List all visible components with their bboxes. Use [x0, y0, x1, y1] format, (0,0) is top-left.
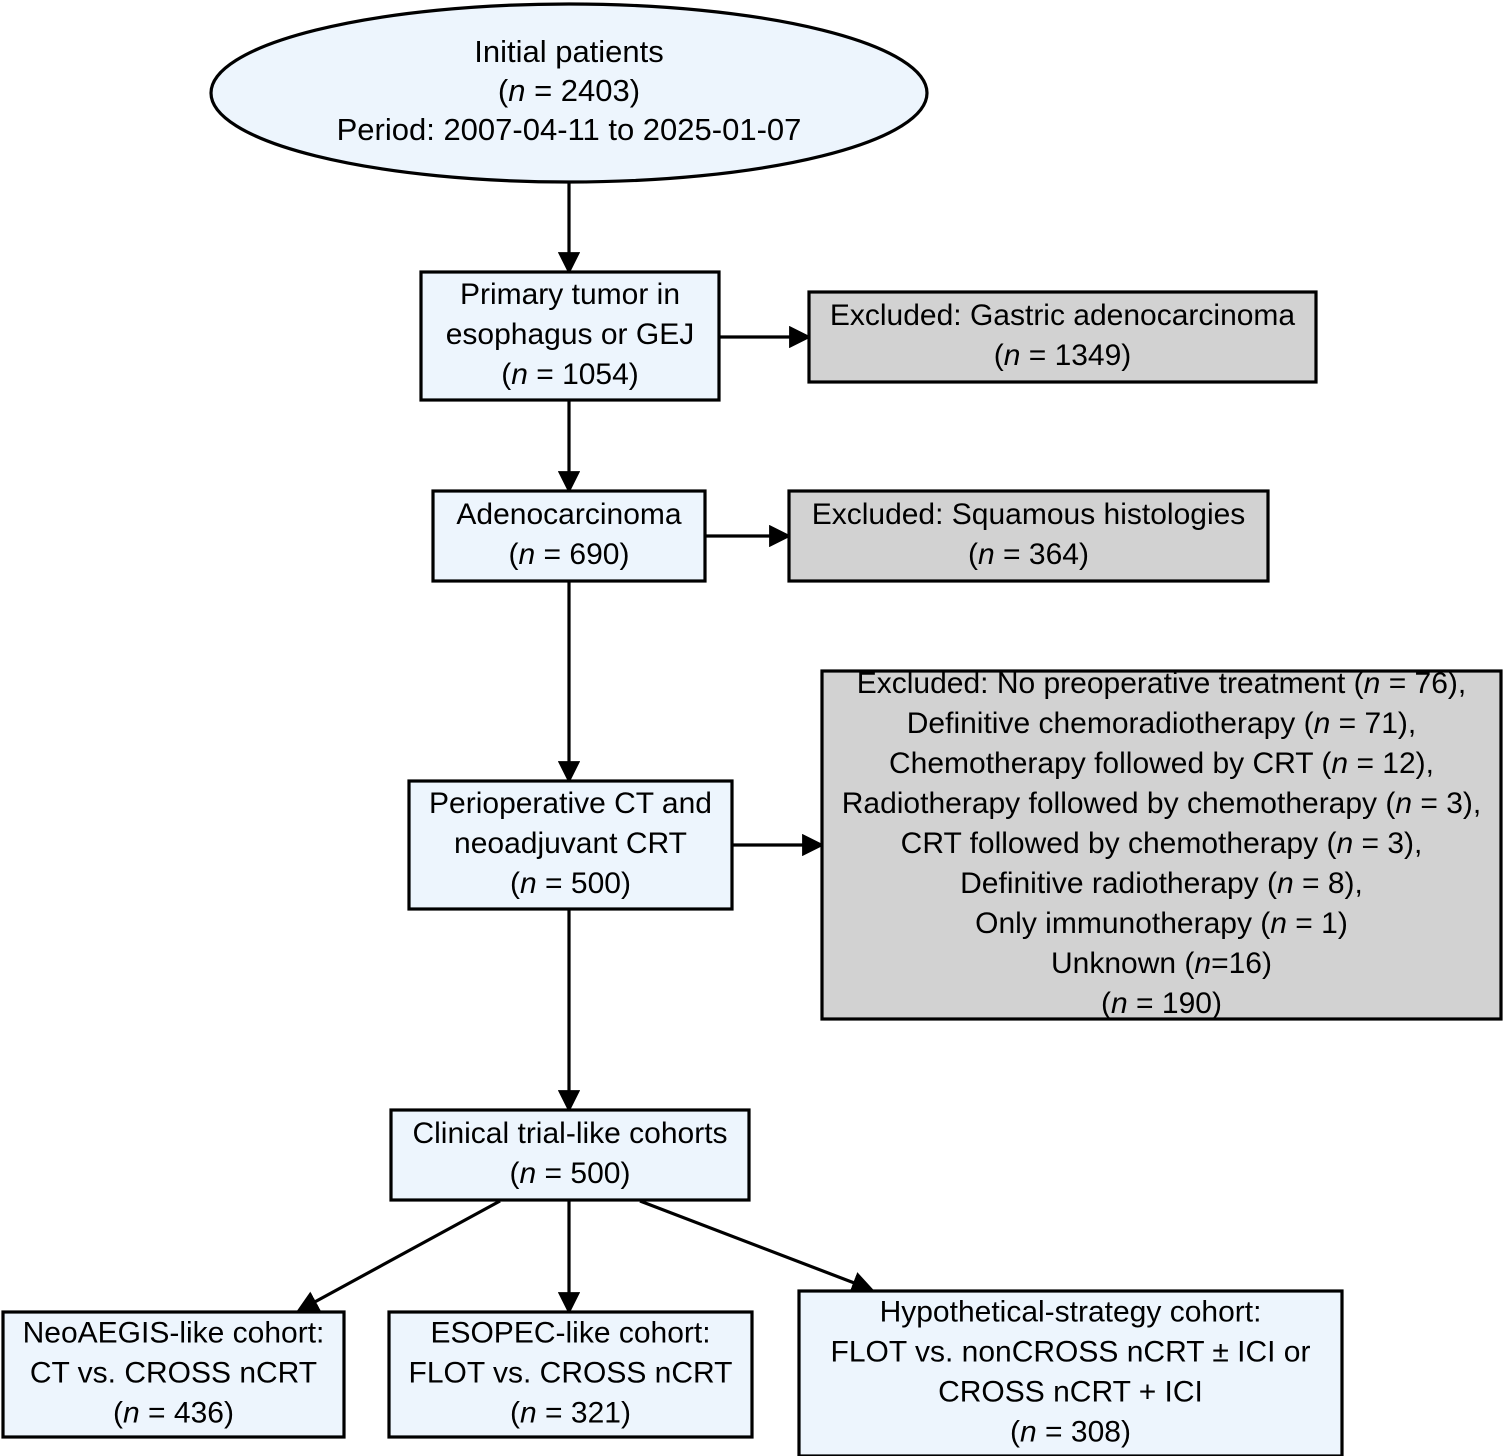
node-neoaegis-cohort: NeoAEGIS-like cohort:CT vs. CROSS nCRT(n… [1, 1310, 346, 1439]
clinical-trial-cohorts-shape [389, 1108, 751, 1202]
excluded-gastric-label: Excluded: Gastric adenocarcinoma(n = 134… [830, 299, 1296, 372]
node-excluded-gastric: Excluded: Gastric adenocarcinoma(n = 134… [807, 290, 1318, 384]
excluded-treatment-label: Excluded: No preoperative treatment (n =… [842, 667, 1482, 1020]
node-excluded-treatment: Excluded: No preoperative treatment (n =… [820, 667, 1503, 1021]
adenocarcinoma-label: Adenocarcinoma(n = 690) [456, 498, 681, 571]
initial-patients-shape [209, 2, 929, 184]
esopec-cohort-label: ESOPEC-like cohort:FLOT vs. CROSS nCRT(n… [409, 1316, 733, 1429]
excluded-treatment-shape [820, 669, 1503, 1021]
connector-layer [296, 183, 875, 1315]
esopec-cohort-shape [387, 1310, 754, 1439]
perioperative-ct-shape [407, 779, 734, 911]
clinical-trial-cohorts-label: Clinical trial-like cohorts(n = 500) [412, 1117, 727, 1190]
primary-tumor-shape [419, 270, 721, 402]
adenocarcinoma-shape [431, 489, 707, 583]
initial-patients-label: Initial patients(n = 2403)Period: 2007-0… [337, 34, 802, 147]
node-initial-patients: Initial patients(n = 2403)Period: 2007-0… [209, 2, 929, 184]
excluded-squamous-label: Excluded: Squamous histologies(n = 364) [812, 498, 1246, 571]
hypothetical-cohort-shape [797, 1289, 1344, 1456]
arrow-cohorts-to-hypothetical [639, 1199, 875, 1294]
node-clinical-trial-cohorts: Clinical trial-like cohorts(n = 500) [389, 1108, 751, 1202]
neoaegis-cohort-label: NeoAEGIS-like cohort:CT vs. CROSS nCRT(n… [23, 1316, 325, 1429]
neoaegis-cohort-shape [1, 1310, 346, 1439]
excluded-gastric-shape [807, 290, 1318, 384]
arrow-cohorts-to-neoaegis [296, 1199, 501, 1313]
excluded-squamous-shape [787, 489, 1270, 583]
node-adenocarcinoma: Adenocarcinoma(n = 690) [431, 489, 707, 583]
node-esopec-cohort: ESOPEC-like cohort:FLOT vs. CROSS nCRT(n… [387, 1310, 754, 1439]
hypothetical-cohort-label: Hypothetical-strategy cohort:FLOT vs. no… [831, 1295, 1311, 1448]
node-excluded-squamous: Excluded: Squamous histologies(n = 364) [787, 489, 1270, 583]
node-hypothetical-cohort: Hypothetical-strategy cohort:FLOT vs. no… [797, 1289, 1344, 1456]
